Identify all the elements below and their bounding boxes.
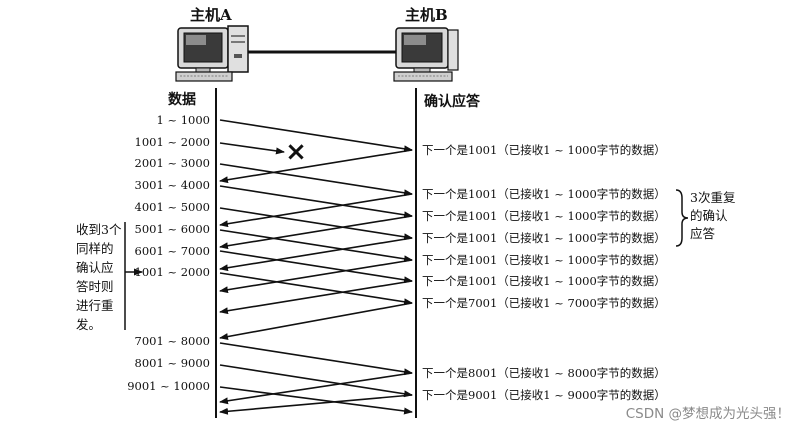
data-column-label: 数据 xyxy=(168,91,196,108)
data-arrows xyxy=(219,119,413,415)
ack-label-1: 下一个是1001（已接收1 ~ 1000字节的数据） xyxy=(422,143,666,157)
host-a-computer-icon xyxy=(175,25,249,82)
resend-line-1: 收到3个 xyxy=(76,222,122,237)
data-arrow-4 xyxy=(219,185,413,219)
host-a-label: 主机A xyxy=(190,6,232,24)
resend-line-2: 同样的 xyxy=(76,241,114,256)
ack-label-3: 下一个是1001（已接收1 ~ 1000字节的数据） xyxy=(422,209,666,223)
ack-arrow-2 xyxy=(219,193,413,228)
data-arrow-1 xyxy=(219,119,413,153)
ack-arrow-5 xyxy=(219,259,413,294)
ack-label-4: 下一个是1001（已接收1 ~ 1000字节的数据） xyxy=(422,231,666,245)
data-arrow-10 xyxy=(219,386,413,415)
repeat-ack-line-2: 的确认 xyxy=(690,208,728,223)
resend-line-4: 答时则 xyxy=(76,279,114,294)
data-arrow-7 xyxy=(219,250,413,284)
lost-packet-marker: × xyxy=(285,137,307,167)
segment-labels: 1 ~ 1000 1001 ~ 2000 2001 ~ 3000 3001 ~ … xyxy=(127,113,210,393)
repeat-ack-line-3: 应答 xyxy=(690,226,716,241)
repeat-ack-brace xyxy=(675,189,689,247)
data-arrow-8 xyxy=(219,342,413,376)
segment-label-10: 9001 ~ 10000 xyxy=(127,379,210,393)
repeat-ack-line-1: 3次重复 xyxy=(690,190,736,205)
ack-arrows xyxy=(219,149,413,415)
ack-arrow-7 xyxy=(219,302,413,341)
segment-label-8: 7001 ~ 8000 xyxy=(135,334,210,348)
segment-label-4: 3001 ~ 4000 xyxy=(135,178,210,192)
ack-arrow-3 xyxy=(219,215,413,250)
ack-column-label: 确认应答 xyxy=(424,93,481,110)
segment-label-6: 5001 ~ 6000 xyxy=(135,222,210,236)
data-arrow-resend xyxy=(219,272,413,306)
segment-label-1: 1 ~ 1000 xyxy=(156,113,210,127)
resend-line-3: 确认应 xyxy=(76,260,114,275)
repeat-ack-note: 3次重复 的确认 应答 xyxy=(690,190,736,241)
segment-label-7: 6001 ~ 7000 xyxy=(135,244,210,258)
ack-labels: 下一个是1001（已接收1 ~ 1000字节的数据） 下一个是1001（已接收1… xyxy=(422,143,666,402)
resend-line-6: 发。 xyxy=(76,317,101,332)
host-b-label: 主机B xyxy=(405,6,448,24)
ack-arrow-1 xyxy=(219,149,413,184)
segment-label-2: 1001 ~ 2000 xyxy=(135,135,210,149)
ack-label-7: 下一个是7001（已接收1 ~ 7000字节的数据） xyxy=(422,296,666,310)
csdn-watermark: CSDN @梦想成为光头强！ xyxy=(626,406,790,422)
host-b-computer-icon xyxy=(393,27,459,82)
data-arrow-9 xyxy=(219,364,413,398)
data-arrow-3 xyxy=(219,163,413,197)
ack-arrow-6 xyxy=(219,280,413,315)
ack-arrow-8 xyxy=(219,372,413,405)
ack-label-2: 下一个是1001（已接收1 ~ 1000字节的数据） xyxy=(422,187,666,201)
resend-line-5: 进行重 xyxy=(76,298,114,313)
data-arrow-5 xyxy=(219,207,413,241)
ack-label-9: 下一个是9001（已接收1 ~ 9000字节的数据） xyxy=(422,388,666,402)
segment-label-9: 8001 ~ 9000 xyxy=(135,356,210,370)
segment-label-5: 4001 ~ 5000 xyxy=(135,200,210,214)
segment-label-resend: 1001 ~ 2000 xyxy=(135,265,210,279)
ack-label-5: 下一个是1001（已接收1 ~ 1000字节的数据） xyxy=(422,253,666,267)
ack-label-6: 下一个是1001（已接收1 ~ 1000字节的数据） xyxy=(422,274,666,288)
ack-arrow-4 xyxy=(219,237,413,272)
ack-arrow-9 xyxy=(219,394,413,415)
segment-label-3: 2001 ~ 3000 xyxy=(135,156,210,170)
resend-note: 收到3个 同样的 确认应 答时则 进行重 发。 xyxy=(76,222,122,332)
data-arrow-6 xyxy=(219,229,413,263)
data-arrow-lost xyxy=(219,142,285,155)
ack-label-8: 下一个是8001（已接收1 ~ 8000字节的数据） xyxy=(422,366,666,380)
